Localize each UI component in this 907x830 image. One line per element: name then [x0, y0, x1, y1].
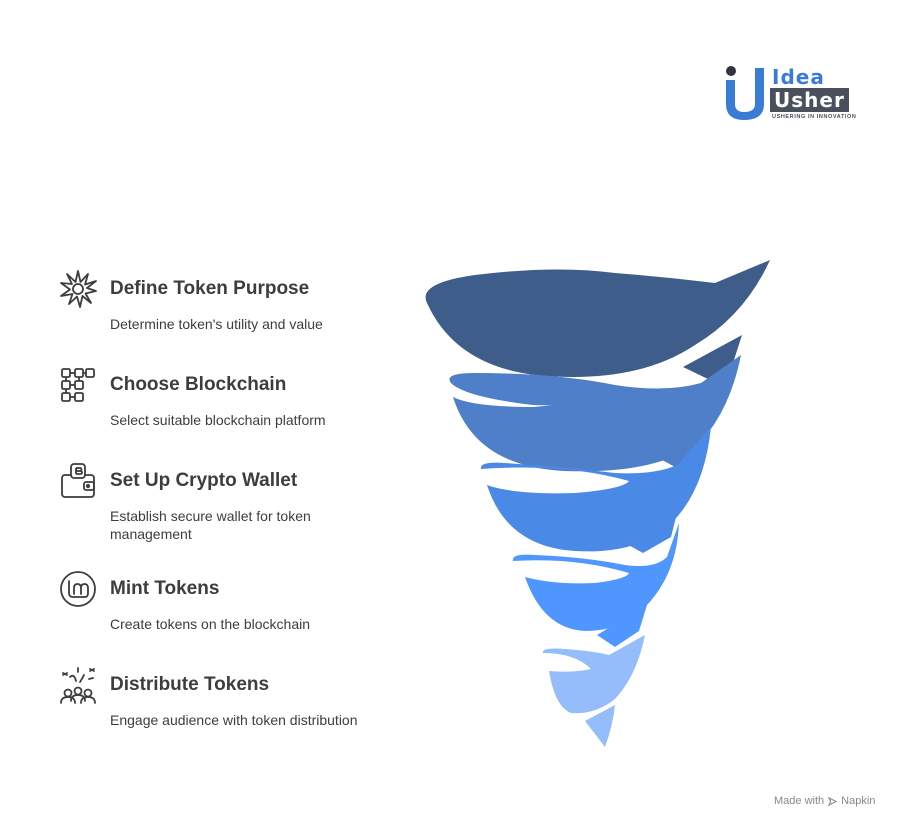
funnel-layer-2-rim [451, 379, 599, 406]
brand-tagline: USHERING IN INNOVATION [772, 114, 857, 120]
brand-mark-icon [726, 66, 764, 120]
audience-broadcast-icon [60, 667, 96, 704]
spiral-funnel [425, 260, 770, 747]
funnel-layer-1-top [425, 260, 770, 377]
step-title: Mint Tokens [110, 578, 220, 599]
funnel-tip [585, 705, 615, 747]
funnel-back-layer-1 [683, 335, 742, 380]
brand-logo: Idea Usher USHERING IN INNOVATION [722, 64, 872, 124]
funnel-layer-5 [542, 635, 645, 714]
crypto-wallet-icon [61, 463, 95, 498]
funnel-layer-3 [480, 427, 711, 552]
step-title: Define Token Purpose [110, 278, 310, 299]
step-description: Determine token's utility and value [110, 316, 323, 332]
brand-name-line2: Usher [770, 88, 849, 112]
credit-prefix: Made with [774, 795, 825, 807]
credit-brand: Napkin [841, 795, 876, 807]
step-description: Engage audience with token distribution [110, 712, 358, 728]
brand-name-line1: Idea [772, 65, 825, 89]
napkin-credit[interactable]: Made with Napkin [774, 795, 875, 807]
step-description: Establish secure wallet for token manage… [110, 508, 311, 542]
blockchain-network-icon [61, 368, 95, 402]
mint-token-icon [60, 571, 96, 607]
funnel-layer-4 [512, 523, 679, 631]
step-title: Choose Blockchain [110, 374, 287, 395]
starburst-icon [60, 270, 97, 308]
step-description: Select suitable blockchain platform [110, 412, 326, 428]
funnel-layer-2 [449, 355, 741, 472]
napkin-logo-icon [828, 796, 838, 806]
step-description: Create tokens on the blockchain [110, 616, 311, 632]
step-title: Set Up Crypto Wallet [110, 470, 298, 491]
step-title: Distribute Tokens [110, 674, 270, 695]
